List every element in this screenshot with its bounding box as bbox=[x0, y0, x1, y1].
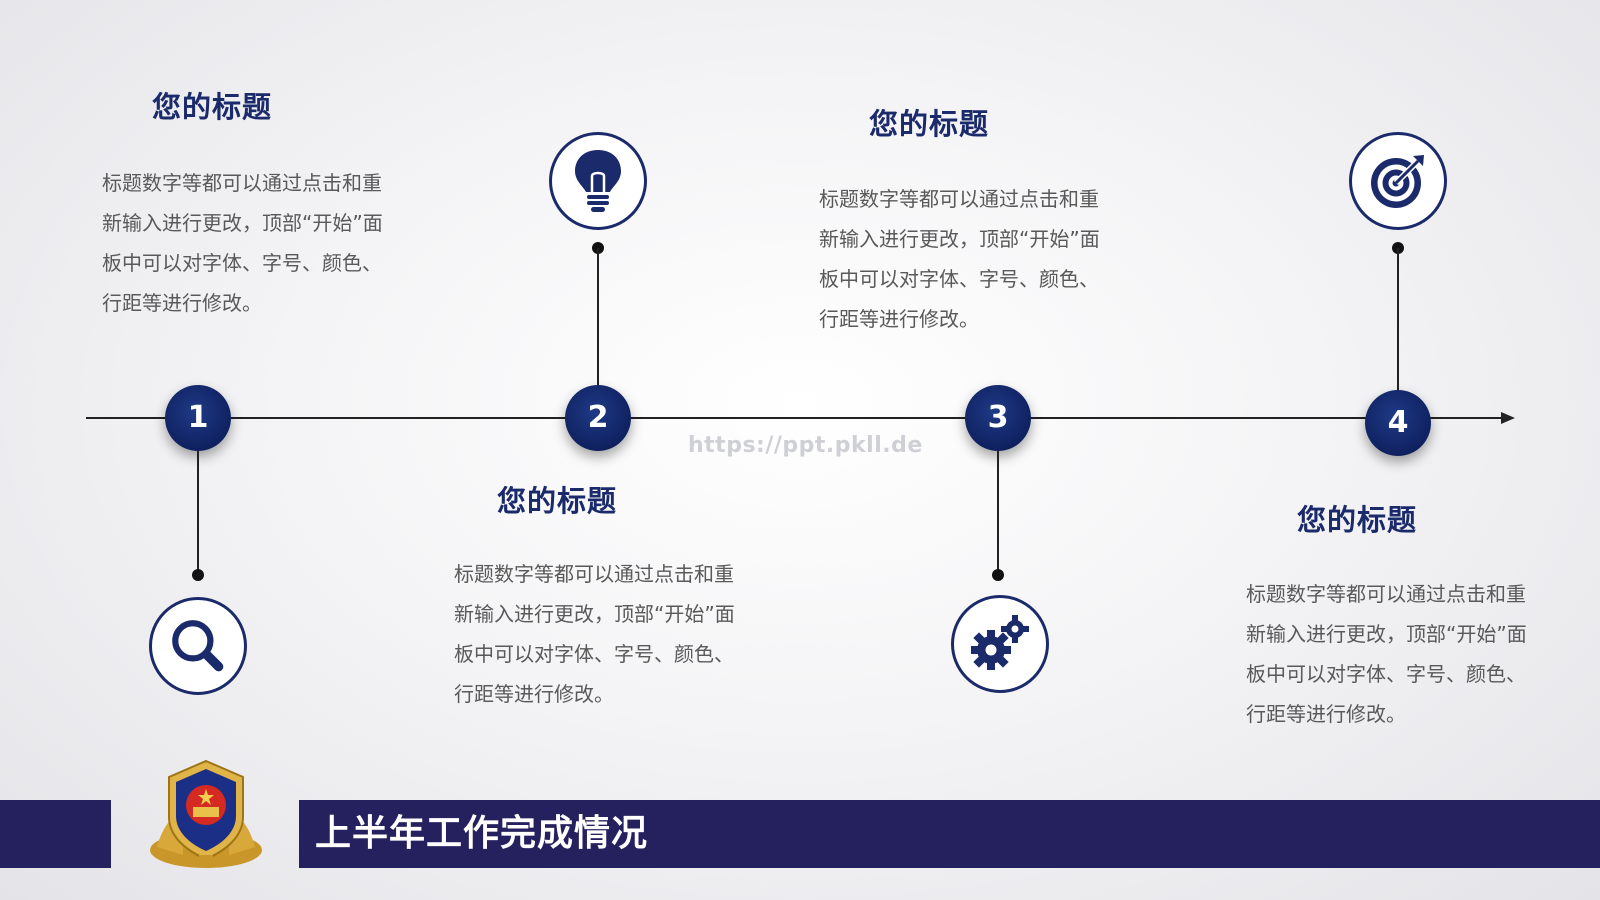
step-4-connector bbox=[1397, 248, 1399, 392]
step-3-description: 标题数字等都可以通过点击和重新输入进行更改，顶部“开始”面板中可以对字体、字号、… bbox=[819, 187, 1100, 331]
step-1-number-badge: 1 bbox=[165, 385, 231, 451]
step-1-description: 标题数字等都可以通过点击和重新输入进行更改，顶部“开始”面板中可以对字体、字号、… bbox=[102, 171, 383, 315]
footer-left-block bbox=[0, 800, 111, 868]
step-3-number-badge: 3 bbox=[965, 385, 1031, 451]
step-4-description: 标题数字等都可以通过点击和重新输入进行更改，顶部“开始”面板中可以对字体、字号、… bbox=[1246, 582, 1527, 726]
step-2-icon-circle bbox=[549, 132, 647, 230]
footer-title-bar: 上半年工作完成情况 bbox=[299, 800, 1600, 868]
lightbulb-icon bbox=[575, 150, 621, 212]
step-3-connector-dot bbox=[992, 569, 1004, 581]
footer-title: 上半年工作完成情况 bbox=[315, 813, 649, 854]
search-icon bbox=[172, 620, 224, 672]
step-3-title: 您的标题 bbox=[869, 107, 990, 141]
step-2-connector bbox=[597, 248, 599, 388]
step-1-title: 您的标题 bbox=[152, 90, 273, 124]
step-2-number-badge: 2 bbox=[565, 385, 631, 451]
step-2-title: 您的标题 bbox=[497, 484, 618, 518]
police-emblem-icon bbox=[150, 759, 262, 868]
gears-icon bbox=[971, 615, 1029, 670]
step-3-connector bbox=[997, 451, 999, 575]
step-1-connector bbox=[197, 451, 199, 575]
step-4-title: 您的标题 bbox=[1297, 503, 1418, 537]
step-1-connector-dot bbox=[192, 569, 204, 581]
step-4-number-badge: 4 bbox=[1365, 390, 1431, 456]
step-1-icon-circle bbox=[149, 597, 247, 695]
step-2-description: 标题数字等都可以通过点击和重新输入进行更改，顶部“开始”面板中可以对字体、字号、… bbox=[454, 562, 735, 706]
watermark-url: https://ppt.pkll.de bbox=[688, 433, 923, 458]
step-3-icon-circle bbox=[951, 595, 1049, 693]
step-4-icon-circle bbox=[1349, 132, 1447, 230]
target-icon bbox=[1371, 155, 1424, 208]
